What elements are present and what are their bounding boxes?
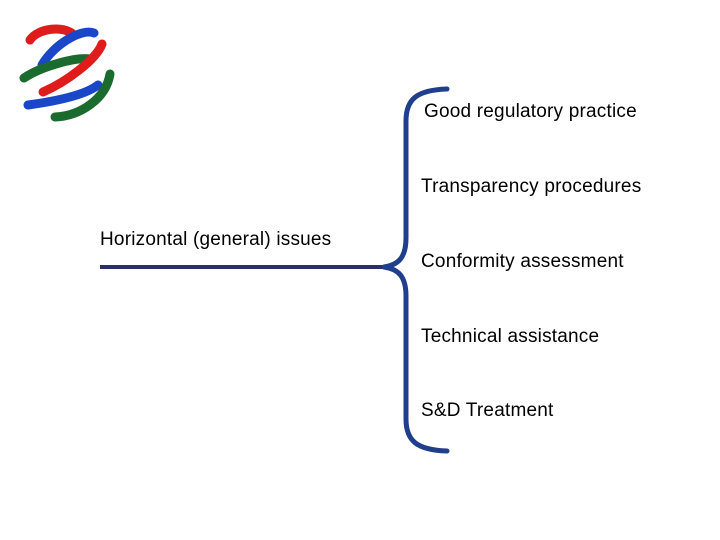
logo-arc-blue-2 <box>23 80 103 110</box>
branch-label-good-regulatory-practice: Good regulatory practice <box>424 101 637 122</box>
branch-label-technical-assistance: Technical assistance <box>421 326 600 347</box>
root-label-horizontal-general-issues: Horizontal (general) issues <box>100 229 332 250</box>
branch-label-conformity-assessment: Conformity assessment <box>421 251 624 272</box>
wto-logo <box>18 16 128 134</box>
logo-arc-blue-1 <box>37 27 99 70</box>
branch-label-sd-treatment: S&D Treatment <box>421 400 554 421</box>
branch-label-transparency-procedures: Transparency procedures <box>421 176 642 197</box>
logo-arc-green-2 <box>50 69 115 122</box>
logo-arc-red-2 <box>38 39 107 97</box>
